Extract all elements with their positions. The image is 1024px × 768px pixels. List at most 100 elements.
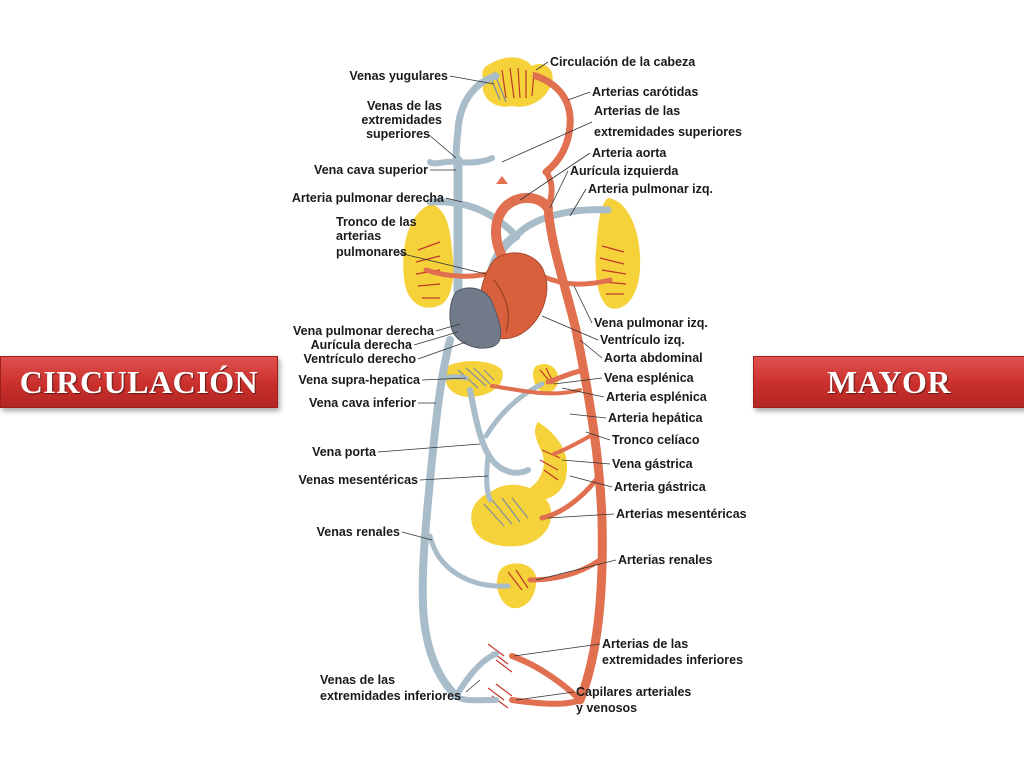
stomach — [522, 422, 568, 501]
leader-auricula-izq — [549, 170, 569, 209]
label-arteria-pulmonar-izq: Arteria pulmonar izq. — [588, 182, 713, 196]
mesenteric-veins — [484, 453, 493, 503]
inferior-vena-cava — [418, 336, 460, 700]
label-arteria-aorta: Arteria aorta — [592, 146, 667, 160]
leader-venas-mesentericas — [419, 475, 489, 481]
leader-arteria-gastrica — [569, 475, 613, 488]
head-organ — [482, 57, 553, 107]
label-auricula-izquierda: Aurícula izquierda — [570, 164, 679, 178]
leader-circulacion-cabeza — [535, 61, 549, 71]
leader-arterias-mesentericas — [547, 513, 615, 519]
label-vena-cava-inferior: Vena cava inferior — [309, 396, 416, 410]
banner-right-text: MAYOR — [827, 363, 951, 400]
lower-limb-veins — [453, 651, 499, 704]
heart-divider — [493, 279, 509, 333]
label-tronco-celiaco: Tronco celíaco — [612, 433, 700, 447]
stomach-capillaries — [539, 449, 561, 481]
leader-venas-yugulares — [449, 75, 495, 85]
label-auricula-derecha: Aurícula derecha — [311, 338, 413, 352]
label-arteria-gastrica: Arteria gástrica — [614, 480, 707, 494]
mesenteric-artery — [539, 477, 599, 521]
left-lung — [595, 198, 641, 309]
leader-vena-pulmonar-izq — [573, 285, 593, 324]
label-arterias-ext-sup-1: Arterias de las — [594, 104, 680, 118]
splenic-vein — [483, 381, 545, 439]
label-vena-pulmonar-izq: Vena pulmonar izq. — [594, 316, 708, 330]
upper-artery-branch — [543, 169, 555, 211]
label-ventriculo-derecho: Ventrículo derecho — [303, 352, 416, 366]
leader-vena-esplenica — [553, 377, 603, 385]
leader-lines — [377, 61, 617, 701]
label-tronco-3: pulmonares — [336, 245, 407, 259]
jugular-vein — [452, 72, 500, 166]
label-vena-porta: Vena porta — [312, 445, 377, 459]
leader-tronco-celiaco — [585, 431, 611, 441]
label-venas-ext-inf-1: Venas de las — [320, 673, 395, 687]
leader-vena-porta — [377, 443, 481, 453]
label-arteria-hepatica: Arteria hepática — [608, 411, 704, 425]
portal-vein — [467, 387, 531, 476]
renal-vein — [427, 533, 511, 589]
label-arterias-carotidas: Arterias carótidas — [592, 85, 698, 99]
leader-venas-ext-sup — [427, 133, 457, 159]
label-arterias-ext-sup-2: extremidades superiores — [594, 125, 742, 139]
leader-capilares — [515, 691, 575, 701]
lower-limb-arteries — [509, 653, 583, 707]
leader-ventriculo-izq — [541, 315, 599, 341]
leader-vena-gastrica — [561, 459, 611, 465]
pulmonary-artery-right — [426, 198, 520, 240]
label-venas-renales: Venas renales — [317, 525, 400, 539]
label-vena-supra-hepatica: Vena supra-hepatica — [298, 373, 421, 387]
celiac-trunk — [545, 367, 587, 385]
label-arterias-ext-inf-1: Arterias de las — [602, 637, 688, 651]
lower-capillaries-bottom — [487, 683, 513, 709]
labels-right: Circulación de la cabeza Arterias caróti… — [550, 55, 747, 715]
label-venas-ext-inf-2: extremidades inferiores — [320, 689, 461, 703]
leader-auricula-der — [413, 331, 459, 346]
head-capillaries — [501, 67, 535, 99]
aortic-arch — [491, 193, 553, 277]
label-vena-esplenica: Vena esplénica — [604, 371, 695, 385]
leader-arteria-pulmonar-der — [445, 197, 463, 203]
leader-arterias-ext-inf — [513, 643, 601, 657]
renal-artery — [527, 557, 603, 583]
right-lung — [403, 204, 454, 308]
label-arteria-pulmonar-derecha: Arteria pulmonar derecha — [292, 191, 445, 205]
llung-capillaries — [599, 245, 627, 295]
leader-vena-supra-hep — [421, 377, 467, 381]
label-venas-ext-sup-1: Venas de las — [367, 99, 442, 113]
leader-arterias-carotidas — [567, 91, 591, 101]
label-venas-ext-sup-3: superiores — [366, 127, 430, 141]
label-tronco-2: arterias — [336, 229, 381, 243]
label-circulacion-cabeza: Circulación de la cabeza — [550, 55, 696, 69]
label-arteria-esplenica: Arteria esplénica — [606, 390, 708, 404]
heart — [449, 176, 548, 349]
mayor-banner: MAYOR — [753, 356, 1024, 408]
label-arterias-ext-inf-2: extremidades inferiores — [602, 653, 743, 667]
label-venas-yugulares: Venas yugulares — [349, 69, 448, 83]
leader-arteria-hepatica — [569, 413, 607, 419]
kidney-capillaries — [507, 569, 529, 591]
label-vena-gastrica: Vena gástrica — [612, 457, 694, 471]
leader-arterias-ext-sup — [501, 121, 593, 163]
leader-aorta-abdominal — [579, 339, 603, 359]
label-tronco-1: Tronco de las — [336, 215, 417, 229]
leader-arteria-pulmonar-izq — [569, 188, 587, 217]
intestine — [471, 484, 552, 547]
label-arterias-mesentericas: Arterias mesentéricas — [616, 507, 747, 521]
label-capilares-2: y venosos — [576, 701, 637, 715]
leader-arteria-aorta — [519, 152, 591, 201]
liver — [444, 361, 503, 398]
descending-aorta — [543, 203, 607, 705]
label-vena-cava-superior: Vena cava superior — [314, 163, 428, 177]
leader-arterias-renales — [535, 559, 617, 581]
circulacion-banner: CIRCULACIÓN — [0, 356, 278, 408]
aortic-valve-stub — [496, 176, 508, 184]
carotid-artery — [532, 72, 574, 176]
banner-left-text: CIRCULACIÓN — [19, 363, 259, 400]
hepatic-artery — [490, 384, 582, 396]
label-vena-pulmonar-derecha: Vena pulmonar derecha — [293, 324, 435, 338]
label-venas-mesentericas: Venas mesentéricas — [298, 473, 418, 487]
label-aorta-abdominal: Aorta abdominal — [604, 351, 703, 365]
leader-ventriculo-der — [417, 341, 467, 360]
